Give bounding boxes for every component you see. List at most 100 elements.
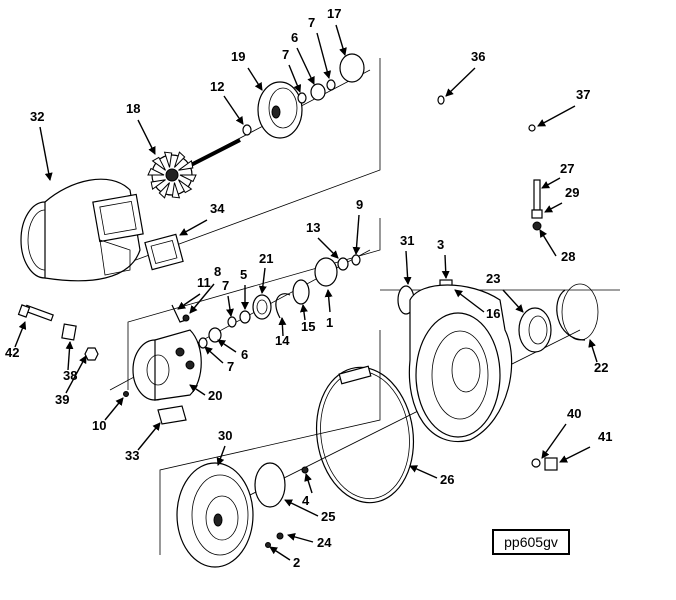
leader-line-15 (299, 304, 308, 321)
reference-code-box: pp605gv (492, 529, 570, 555)
leader-line-20 (189, 384, 206, 396)
part-8 (182, 314, 190, 322)
gasket-34 (144, 233, 184, 271)
ring-15 (292, 279, 310, 305)
leader-line-22 (588, 339, 598, 363)
callout-label-32: 32 (30, 109, 44, 124)
callout-label-26: 26 (440, 472, 454, 487)
leader-line-24 (287, 533, 314, 543)
leader-line-7 (288, 64, 302, 93)
callout-label-10: 10 (92, 418, 106, 433)
leader-line-18 (137, 119, 156, 155)
callout-label-19: 19 (231, 49, 245, 64)
callout-label-7: 7 (227, 359, 234, 374)
callout-label-34: 34 (210, 201, 225, 216)
leader-line-6 (217, 339, 237, 353)
callout-labels: 1234566777789101112131415161718192021222… (5, 6, 612, 570)
callout-label-29: 29 (565, 185, 579, 200)
spacer-38 (61, 323, 77, 341)
leader-line-12 (223, 95, 244, 125)
callout-label-36: 36 (471, 49, 485, 64)
leader-line-25 (284, 499, 319, 517)
leader-line-33 (137, 422, 161, 451)
callout-label-24: 24 (317, 535, 332, 550)
leader-line-41 (559, 446, 591, 463)
bolt-42 (17, 304, 54, 322)
gasket-33 (157, 405, 187, 425)
fitting-27-29-28 (531, 179, 543, 231)
callout-label-9: 9 (356, 197, 363, 212)
leader-line-13 (317, 237, 339, 259)
part-4 (301, 466, 309, 474)
callout-label-6: 6 (291, 30, 298, 45)
seal-plate-19 (257, 81, 303, 139)
leader-line-16 (454, 289, 485, 313)
leader-line-2 (269, 546, 291, 561)
callout-label-31: 31 (400, 233, 414, 248)
clamp-22-ring (561, 283, 599, 341)
ring-17 (339, 53, 365, 83)
plug-41 (544, 457, 558, 471)
callout-label-40: 40 (567, 406, 581, 421)
leader-line-19 (247, 67, 263, 91)
leader-line-40 (541, 423, 567, 459)
part-37 (528, 124, 536, 132)
nut-39 (84, 347, 99, 361)
ring-1 (314, 257, 338, 287)
callout-label-33: 33 (125, 448, 139, 463)
leader-line-9 (352, 214, 361, 255)
callout-label-23: 23 (486, 271, 500, 286)
callout-label-20: 20 (208, 388, 222, 403)
compressor-housing (408, 284, 513, 443)
leader-line-23 (502, 289, 524, 313)
callout-label-37: 37 (576, 87, 590, 102)
callout-label-5: 5 (240, 267, 247, 282)
leader-line-38 (65, 341, 74, 371)
callout-label-13: 13 (306, 220, 320, 235)
callout-label-41: 41 (598, 429, 612, 444)
callout-leaders (14, 24, 598, 561)
ring-7-upper-b (326, 79, 336, 91)
ring-12 (242, 124, 252, 136)
callout-label-2: 2 (293, 555, 300, 570)
callout-label-42: 42 (5, 345, 19, 360)
callout-label-3: 3 (437, 237, 444, 252)
leader-line-26 (409, 465, 438, 479)
collar-6-upper (310, 83, 326, 101)
leader-line-39 (65, 355, 87, 394)
leader-line-7 (316, 32, 332, 79)
ring-7-lower (198, 337, 208, 349)
leader-line-4 (304, 473, 313, 494)
callout-label-17: 17 (327, 6, 341, 21)
turbine-wheel-shaft (147, 138, 241, 199)
compressor-cover-30 (176, 462, 254, 568)
leader-line-21 (258, 267, 267, 294)
leader-line-31 (403, 250, 412, 285)
callout-label-7: 7 (308, 15, 315, 30)
ring-7-upper-a (297, 92, 307, 104)
part-24 (276, 532, 284, 540)
leader-line-30 (216, 445, 226, 466)
leader-line-28 (539, 229, 557, 257)
callout-label-25: 25 (321, 509, 335, 524)
callout-label-1: 1 (326, 315, 333, 330)
adapter-23 (518, 307, 552, 353)
ring-9 (351, 254, 361, 266)
callout-label-11: 11 (197, 275, 211, 290)
band-clamp-26 (315, 365, 415, 504)
callout-label-39: 39 (55, 392, 69, 407)
callout-label-21: 21 (259, 251, 273, 266)
callout-label-7: 7 (282, 47, 289, 62)
callout-label-7: 7 (222, 278, 229, 293)
callout-label-15: 15 (301, 319, 315, 334)
part-2 (265, 542, 271, 548)
leader-line-32 (39, 126, 53, 181)
leader-line-27 (541, 177, 561, 189)
collar-6-mid (208, 327, 222, 343)
callout-label-6: 6 (241, 347, 248, 362)
part-10 (123, 391, 129, 397)
leader-line-7 (204, 346, 224, 364)
callout-label-12: 12 (210, 79, 224, 94)
leader-line-17 (335, 24, 347, 56)
